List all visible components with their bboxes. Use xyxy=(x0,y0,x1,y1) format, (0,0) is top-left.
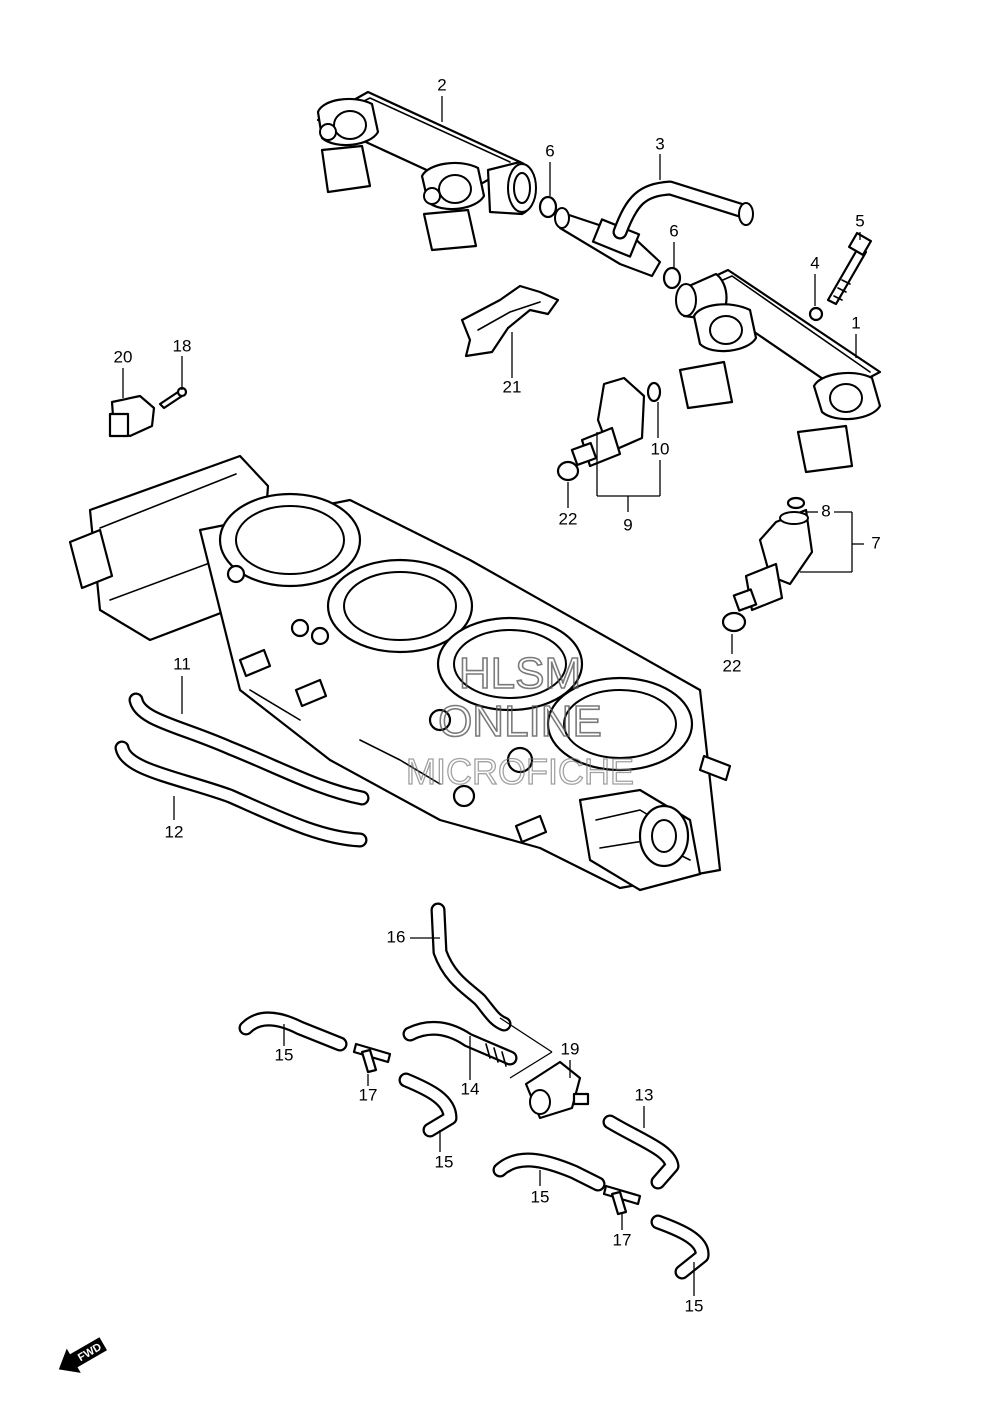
hose-14[interactable] xyxy=(402,1020,518,1067)
fuel-delivery-pipe-2[interactable] xyxy=(316,90,537,252)
watermark-line-1: HLSM xyxy=(459,649,581,698)
hose-15-d[interactable] xyxy=(650,1214,710,1280)
callout-13: 13 xyxy=(635,1085,654,1104)
callout-22: 22 xyxy=(559,509,578,528)
o-ring-6-upper[interactable] xyxy=(538,195,558,219)
callout-4: 4 xyxy=(810,253,819,272)
callout-14: 14 xyxy=(461,1079,480,1098)
callout-12: 12 xyxy=(165,822,184,841)
seal-22-right[interactable] xyxy=(721,611,747,633)
hose-13[interactable] xyxy=(602,1114,680,1190)
callout-5: 5 xyxy=(855,211,864,230)
callouts: 2 3 6 6 5 4 1 18 20 21 10 22 9 8 7 22 11… xyxy=(114,75,881,1315)
callout-15: 15 xyxy=(435,1152,454,1171)
callout-16: 16 xyxy=(387,927,406,946)
valve-19[interactable] xyxy=(524,1060,590,1120)
o-ring-6-lower[interactable] xyxy=(662,266,682,290)
clamp-21[interactable] xyxy=(460,284,560,358)
callout-17: 17 xyxy=(613,1230,632,1249)
fuel-joint-3[interactable] xyxy=(554,180,754,278)
t-joint-17-b[interactable] xyxy=(602,1184,642,1216)
hose-12[interactable] xyxy=(114,740,368,848)
watermark: HLSM ONLINE MICROFICHE xyxy=(405,648,634,792)
watermark-line-2: ONLINE xyxy=(438,697,602,746)
callout-1: 1 xyxy=(851,313,860,332)
o-ring-10[interactable] xyxy=(646,381,662,403)
callout-20: 20 xyxy=(114,347,133,366)
callout-3: 3 xyxy=(655,134,664,153)
throttle-body-assembly[interactable] xyxy=(68,454,732,892)
callout-2: 2 xyxy=(437,75,446,94)
hose-11[interactable] xyxy=(128,692,370,806)
callout-15: 15 xyxy=(275,1045,294,1064)
watermark-line-3: MICROFICHE xyxy=(406,751,634,792)
callout-15: 15 xyxy=(685,1296,704,1315)
leader-lines xyxy=(122,96,864,1296)
callout-6: 6 xyxy=(545,141,554,160)
t-joint-17-a[interactable] xyxy=(352,1042,392,1074)
hose-15-c[interactable] xyxy=(492,1152,606,1192)
callout-18: 18 xyxy=(173,336,192,355)
callout-8: 8 xyxy=(821,501,830,520)
fwd-arrow-icon: FWD xyxy=(58,1337,107,1373)
fwd-label: FWD xyxy=(76,1341,104,1364)
hose-15-a[interactable] xyxy=(238,1011,348,1052)
sensor-20[interactable] xyxy=(108,394,156,438)
callout-10: 10 xyxy=(651,439,670,458)
callout-6: 6 xyxy=(669,221,678,240)
fuel-injector-9[interactable] xyxy=(570,376,646,468)
callout-7: 7 xyxy=(871,533,880,552)
washer-4[interactable] xyxy=(808,306,824,322)
callout-9: 9 xyxy=(623,515,632,534)
callout-15: 15 xyxy=(531,1187,550,1206)
fuel-injector-7[interactable] xyxy=(732,508,814,612)
callout-11: 11 xyxy=(173,654,191,673)
hose-16[interactable] xyxy=(430,902,512,1032)
callout-22: 22 xyxy=(723,656,742,675)
callout-17: 17 xyxy=(359,1085,378,1104)
callout-19: 19 xyxy=(561,1039,580,1058)
screw-18[interactable] xyxy=(158,386,188,410)
bolt-5[interactable] xyxy=(826,231,873,306)
fuel-delivery-pipe-1[interactable] xyxy=(675,268,882,474)
hose-15-b[interactable] xyxy=(398,1072,458,1138)
callout-21: 21 xyxy=(503,377,522,396)
seal-22-left[interactable] xyxy=(556,460,580,482)
o-ring-8[interactable] xyxy=(786,496,806,510)
